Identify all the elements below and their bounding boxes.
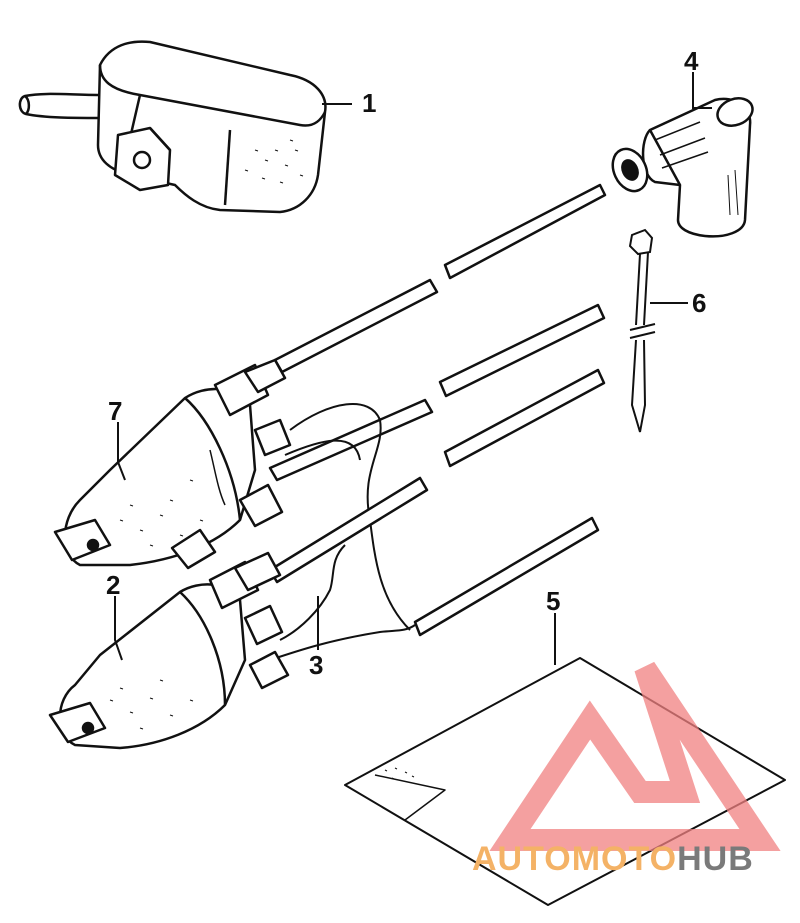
- callout-2: 2: [106, 570, 120, 600]
- part-6-cable-tie: [628, 228, 656, 433]
- watermark-text: AUTOMOTOHUB: [472, 840, 754, 878]
- callout-7: 7: [108, 396, 122, 426]
- part-7-ignition-coil: [53, 278, 439, 631]
- watermark-triangle-icon: [489, 661, 781, 851]
- part-2-ignition-coil: [48, 476, 429, 750]
- watermark-logo: [489, 661, 781, 851]
- callout-labels: 1 2 3 4 5 6 7: [106, 46, 706, 680]
- callout-6: 6: [692, 288, 706, 318]
- callout-5: 5: [546, 586, 560, 616]
- callout-1: 1: [362, 88, 376, 118]
- callout-3: 3: [309, 650, 323, 680]
- part-1-cover: [18, 40, 327, 214]
- part-4-plug-cap: [611, 97, 754, 238]
- watermark-part1: AUTO: [472, 840, 572, 878]
- watermark-part3: HUB: [677, 840, 754, 878]
- leader-lines: [114, 72, 712, 665]
- callout-4: 4: [684, 46, 699, 76]
- watermark-part2: MOTO: [572, 840, 677, 878]
- cord-segments: [413, 183, 607, 637]
- svg-text:AUTOMOTOHUB: AUTOMOTOHUB: [472, 840, 754, 878]
